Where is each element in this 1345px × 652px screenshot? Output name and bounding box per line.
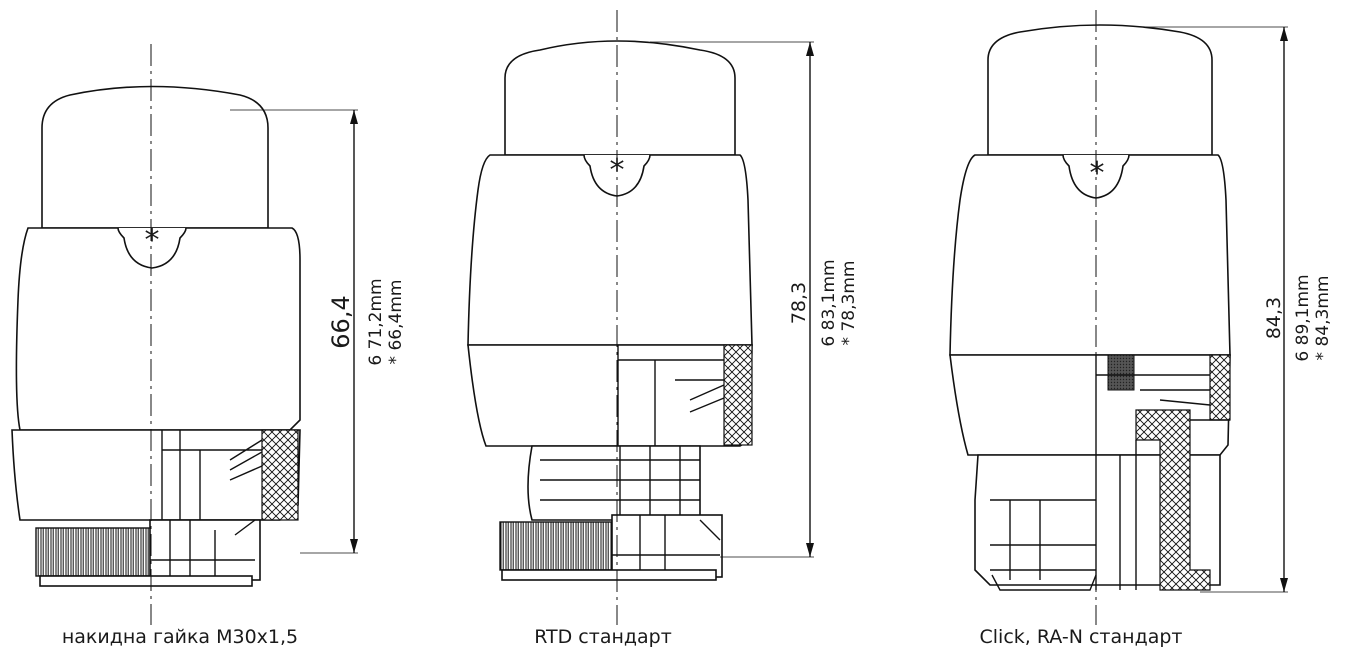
marker-m30: * <box>145 223 160 258</box>
dim-line1-click: 6 89,1mm <box>1293 274 1313 361</box>
neck-rtd <box>527 445 701 521</box>
dim-line2-click: * 84,3mm <box>1313 276 1333 361</box>
dim-main-click: 84,3 <box>1263 297 1285 339</box>
dim-line1-rtd: 6 83,1mm <box>819 259 839 346</box>
view-rtd: * 78,3 6 83,1mm * 78,3mm <box>467 10 859 625</box>
body-click <box>949 154 1231 356</box>
dim-main-rtd: 78,3 <box>788 282 810 324</box>
hatch-rtd <box>723 344 753 446</box>
hatch-m30 <box>261 429 299 521</box>
body-m30 <box>15 227 301 431</box>
cap-rtd <box>504 40 736 156</box>
cap-click <box>987 24 1213 156</box>
nut-base-m30 <box>39 575 253 587</box>
cap-m30 <box>41 85 269 229</box>
nut-body-rtd <box>611 514 723 578</box>
view-click: * 84,3 6 89,1mm * 84,3mm <box>949 10 1333 625</box>
dim-line1-m30: 6 71,2mm <box>366 278 386 365</box>
nut-knurl-m30 <box>35 527 155 577</box>
lower-frame-click <box>974 454 1221 586</box>
caption-m30: накидна гайка М30х1,5 <box>62 626 298 648</box>
marker-rtd: * <box>610 153 625 188</box>
body-rtd <box>467 154 753 346</box>
marker-click: * <box>1090 156 1105 191</box>
dim-line2-m30: * 66,4mm <box>386 280 406 365</box>
seal-click <box>1107 354 1135 391</box>
caption-rtd: RTD стандарт <box>534 626 672 648</box>
hatch-lower-click <box>1135 409 1211 591</box>
caption-click: Click, RA-N стандарт <box>980 626 1183 648</box>
dim-main-m30: 66,4 <box>327 295 355 348</box>
hatch-top-click <box>1209 354 1231 421</box>
view-m30: * 66,4 6 71,2mm * 66,4mm <box>11 44 406 625</box>
notch-m30 <box>117 227 187 269</box>
nut-knurl-rtd <box>499 521 616 571</box>
dim-line2-rtd: * 78,3mm <box>839 261 859 346</box>
nut-base-rtd <box>501 569 717 581</box>
